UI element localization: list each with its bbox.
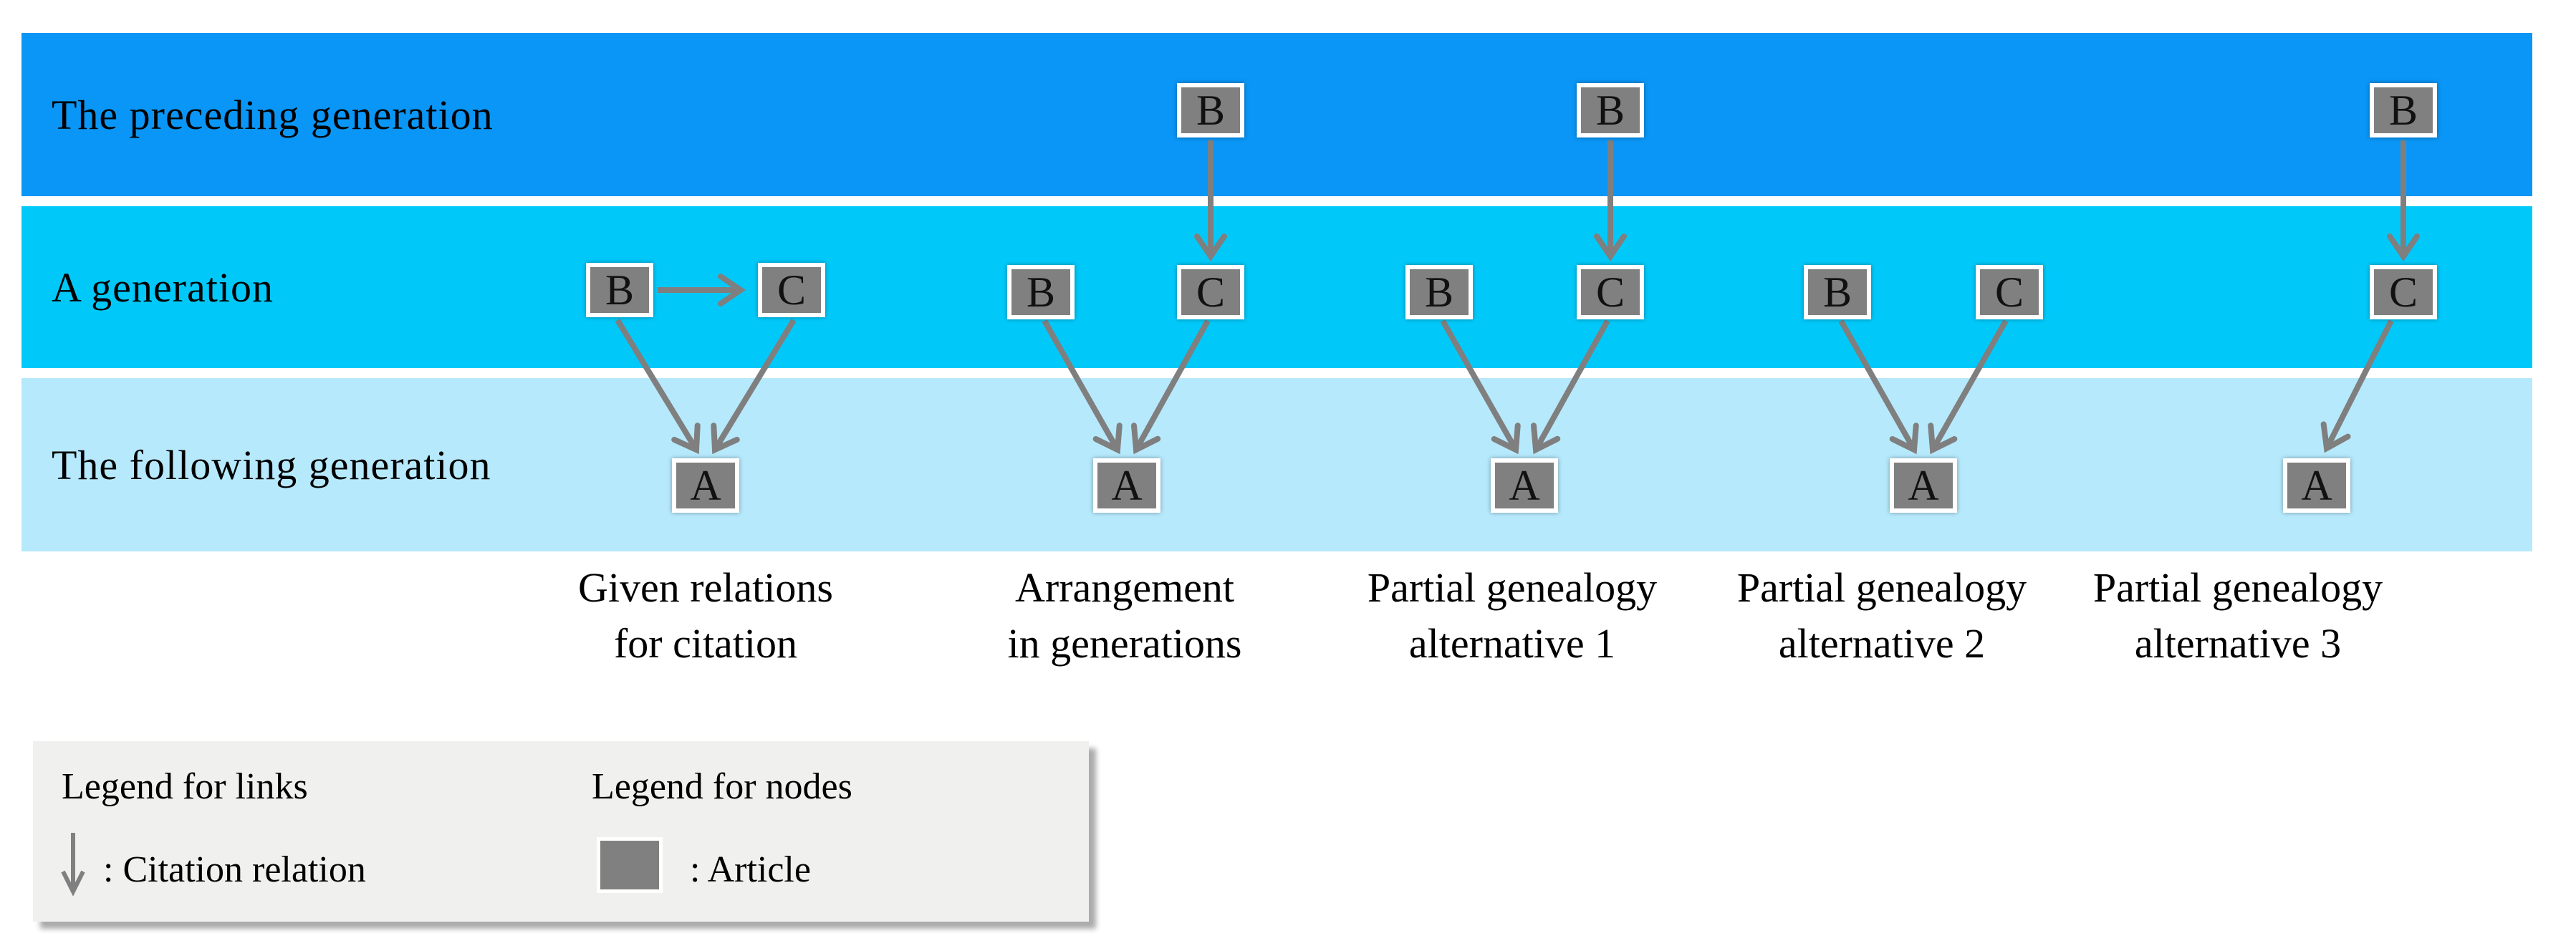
legend-links-heading: Legend for links [62,766,308,807]
band-a-generation: A generation [21,206,2532,368]
node-col2-B-label: B [1026,269,1056,316]
node-col3-A: A [1491,458,1558,513]
caption-arrangement: Arrangement in generations [874,560,1375,672]
node-col4-A: A [1890,458,1957,513]
node-col1-C-label: C [777,266,807,314]
node-col2-B-top-label: B [1196,87,1226,134]
node-col5-A: A [2283,458,2350,513]
node-col4-B-label: B [1822,269,1852,316]
node-col5-C: C [2370,265,2437,319]
node-col5-A-label: A [2301,462,2332,509]
node-col2-A-label: A [1111,462,1143,509]
edge-col4-B-A [1838,319,1919,455]
band-a-generation-label: A generation [52,264,274,311]
caption-given-relations-line1: Given relations [578,564,833,611]
article-node-icon [597,837,663,893]
legend-citation-relation-label: : Citation relation [103,849,366,890]
node-col3-B-top: B [1577,83,1644,137]
node-col3-C-label: C [1595,269,1625,316]
legend-nodes-heading: Legend for nodes [592,766,852,807]
node-col4-C-label: C [1994,269,2024,316]
node-col3-B-label: B [1424,269,1454,316]
caption-alternative-2-line1: Partial genealogy [1736,564,2027,611]
node-col1-B: B [586,263,653,317]
caption-alternative-1: Partial genealogy alternative 1 [1261,560,1763,672]
edge-col4-C-A [1928,319,2009,455]
node-col5-B-top-label: B [2388,87,2418,134]
legend-article-label: : Article [690,849,811,890]
caption-given-relations: Given relations for citation [455,560,956,672]
node-col3-B-top-label: B [1595,87,1625,134]
band-preceding-generation-label: The preceding generation [52,91,494,138]
edge-col2-B-A [1042,319,1123,455]
caption-alternative-2-line2: alternative 2 [1778,620,1986,667]
band-preceding-generation: The preceding generation [21,33,2532,196]
node-col2-B: B [1007,265,1075,319]
node-col3-C: C [1577,265,1644,319]
edge-col5-C-A [2320,319,2394,453]
edge-col2-C-A [1130,319,1211,455]
caption-alternative-1-line2: alternative 1 [1408,620,1616,667]
node-col5-B-top: B [2370,83,2437,137]
node-col2-C-label: C [1196,269,1226,316]
edge-col1-B-A [615,318,701,455]
node-col2-B-top: B [1177,83,1244,137]
node-col3-B: B [1405,265,1473,319]
legend-box: Legend for links Legend for nodes : Cita… [33,741,1089,922]
caption-alternative-1-line1: Partial genealogy [1367,564,1658,611]
caption-arrangement-line1: Arrangement [1015,564,1234,611]
node-col2-A: A [1093,458,1160,513]
node-col4-C: C [1976,265,2043,319]
caption-alternative-3-line2: alternative 3 [2134,620,2342,667]
node-col2-C: C [1177,265,1244,319]
caption-alternative-3-line1: Partial genealogy [2092,564,2383,611]
node-col3-A-label: A [1509,462,1540,509]
edge-col1-C-A [711,318,797,455]
node-col5-C-label: C [2388,269,2418,316]
node-col4-B: B [1804,265,1871,319]
band-following-generation-label: The following generation [52,441,491,488]
node-col4-A-label: A [1908,462,1939,509]
edge-col3-B-A [1440,319,1521,455]
edge-col3-C-A [1530,319,1610,455]
caption-alternative-2: Partial genealogy alternative 2 [1631,560,2133,672]
caption-given-relations-line2: for citation [613,620,798,667]
caption-alternative-3: Partial genealogy alternative 3 [1987,560,2489,672]
citation-arrow-icon [61,833,85,897]
node-col1-A: A [672,458,739,513]
caption-arrangement-line2: in generations [1007,620,1242,667]
band-following-generation: The following generation [21,378,2532,551]
node-col1-A-label: A [690,462,721,509]
node-col1-B-label: B [605,266,635,314]
node-col1-C: C [758,263,825,317]
